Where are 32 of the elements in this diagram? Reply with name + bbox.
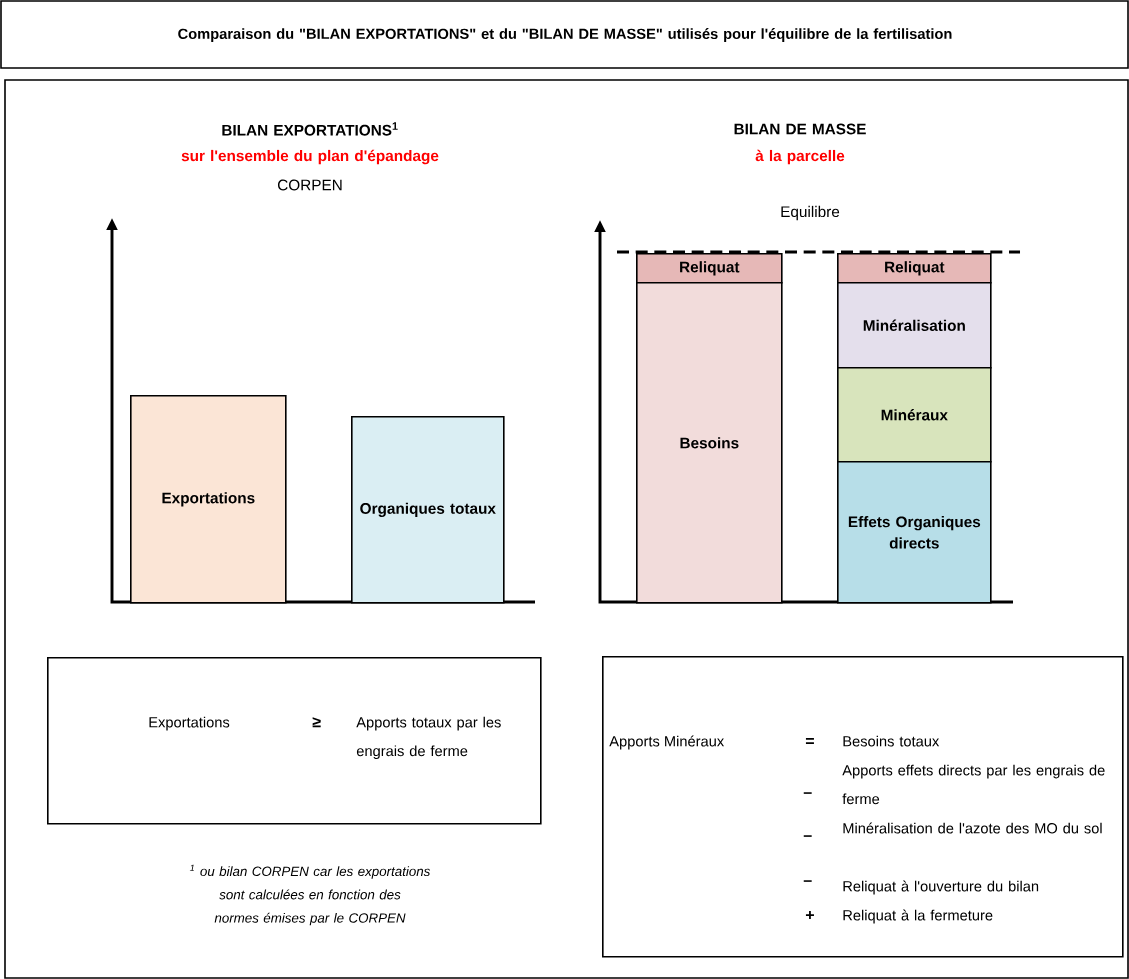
subheading: sur l'ensemble du plan d'épandage <box>181 149 439 165</box>
bar-segment: Besoins <box>636 282 783 604</box>
formula-text: Reliquat à la fermeture <box>843 909 993 924</box>
formula-text: Minéralisation de l'azote des MO du sol <box>843 822 1102 834</box>
formula-text: Apports totaux par les engrais de ferme <box>356 716 501 760</box>
operator-sign: + <box>805 910 814 920</box>
operator-sign: = <box>805 738 814 745</box>
formula-text: Apports effets directs par les engrais de ferme <box>842 764 1105 805</box>
formula-text: Besoins totaux <box>843 735 940 747</box>
formula-text: Exportations <box>149 716 230 731</box>
footnote: $^{1}$ ou bilan CORPEN car les exportations sont calculées en fonction des normes émises par le CORPEN <box>189 864 431 926</box>
operator-sign: – <box>803 792 812 794</box>
operator-sign: ≥ <box>312 717 321 728</box>
heading: BILAN EXPORTATIONS$^{1}$ <box>222 122 398 136</box>
formula-text: Apports Minéraux <box>609 735 724 750</box>
formula-box <box>47 657 542 825</box>
formula-box <box>602 656 1124 958</box>
bar-segment: Minéralisation <box>837 282 992 369</box>
operator-sign: – <box>803 880 812 882</box>
subheading: à la parcelle <box>755 149 845 165</box>
bar-segment: Organiques totaux <box>351 416 505 604</box>
bar-segment: Minéraux <box>837 367 992 463</box>
operator-sign: – <box>803 835 812 837</box>
heading: BILAN DE MASSE <box>734 123 866 135</box>
label: Equilibre <box>781 205 840 221</box>
label: CORPEN <box>277 179 342 191</box>
bar-segment: Effets Organiques directs <box>837 461 992 604</box>
bar-segment: Exportations <box>130 395 287 604</box>
bar-segment: Reliquat <box>837 253 992 284</box>
title-box: Comparaison du "BILAN EXPORTATIONS" et du "BILAN DE MASSE" utilisés pour l'équilibre de la fertilisation <box>0 0 1129 69</box>
formula-text: Reliquat à l'ouverture du bilan <box>843 880 1039 895</box>
bar-segment: Reliquat <box>636 253 783 284</box>
